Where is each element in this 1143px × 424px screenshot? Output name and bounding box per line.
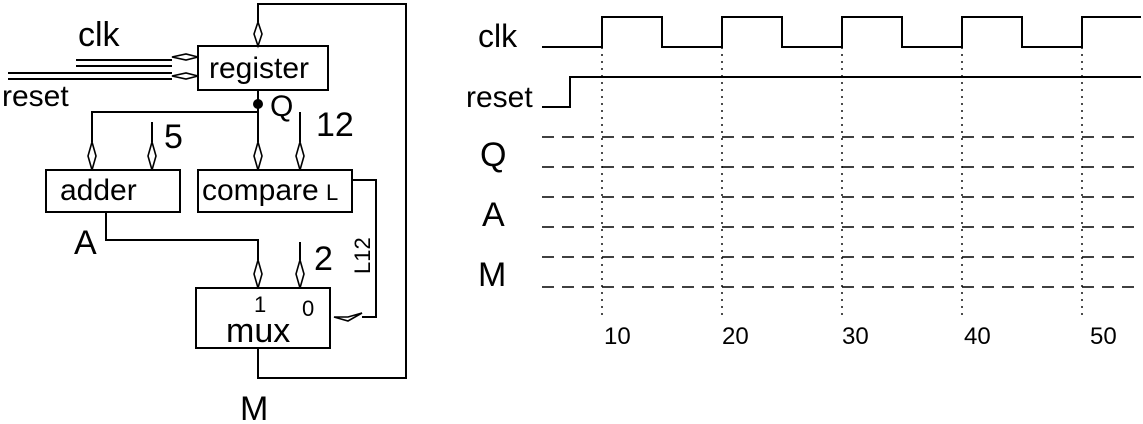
mux-select-arrow-icon	[333, 312, 363, 322]
mux-in0-arrow-icon	[295, 257, 305, 291]
timing-signal-a-label: A	[482, 196, 505, 234]
mux-in1-arrow-icon	[253, 257, 263, 291]
adder-label: adder	[60, 174, 137, 207]
feedback-wire	[257, 3, 407, 379]
const-12-label: 12	[316, 106, 354, 144]
timing-diagram: clk reset Q A M 10 20 30 40 50	[466, 16, 1141, 350]
a-wire	[105, 212, 259, 260]
compare-box	[197, 169, 353, 213]
adder-a-input-arrow-icon	[87, 139, 97, 173]
compare-b-input-arrow-icon	[295, 139, 305, 173]
m-wire-label: M	[240, 390, 268, 424]
l12-wire-label: L12	[350, 237, 375, 274]
q-junction-dot	[253, 99, 263, 109]
mux-input-0-label: 0	[302, 296, 314, 321]
clk-input-label: clk	[78, 16, 121, 54]
time-label-40: 40	[964, 323, 991, 350]
register-box	[197, 45, 329, 91]
mux-label: mux	[226, 312, 290, 350]
const-2-label: 2	[314, 240, 333, 278]
q-wire-label: Q	[270, 90, 293, 123]
reset-arrow-icon	[171, 72, 199, 80]
timing-signal-q-label: Q	[480, 136, 506, 174]
compare-output-label: L	[326, 180, 338, 205]
time-label-10: 10	[604, 323, 631, 350]
a-wire-label: A	[74, 224, 97, 262]
compare-label: compare	[202, 174, 319, 207]
register-label: register	[209, 52, 309, 85]
time-label-30: 30	[842, 323, 869, 350]
reset-waveform	[542, 76, 1141, 108]
reset-input-label: reset	[2, 80, 69, 113]
time-label-50: 50	[1090, 323, 1117, 350]
clk-waveform	[542, 16, 1141, 48]
timing-signal-m-label: M	[478, 256, 506, 294]
q-to-adder-wire	[91, 111, 258, 142]
l12-select-wire	[352, 179, 377, 318]
mux-box	[195, 287, 331, 349]
timing-signal-reset-label: reset	[466, 81, 533, 114]
adder-box	[45, 169, 181, 213]
mux-input-1-label: 1	[254, 292, 266, 317]
clk-arrow-icon	[171, 53, 199, 61]
adder-b-input-arrow-icon	[147, 139, 157, 173]
register-input-arrow-icon	[253, 19, 263, 49]
const-5-label: 5	[164, 118, 183, 156]
compare-a-input-arrow-icon	[253, 139, 263, 173]
circuit-diagram: clk reset register Q 5 12 adder compare	[2, 3, 407, 424]
time-label-20: 20	[722, 323, 749, 350]
timing-signal-clk-label: clk	[478, 18, 518, 54]
